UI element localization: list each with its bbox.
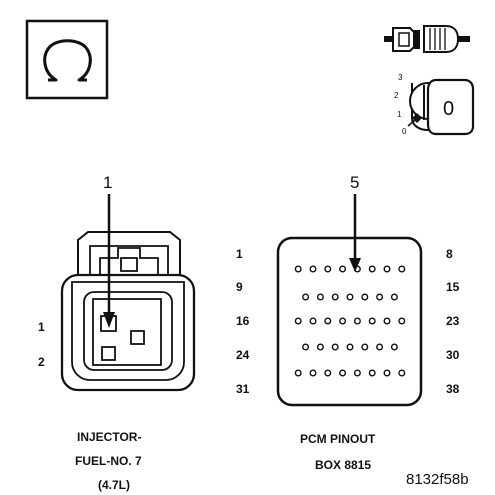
pcm-pin bbox=[383, 317, 391, 325]
pcm-pin bbox=[361, 343, 369, 351]
pcm-pin bbox=[398, 369, 406, 377]
pcm-pin bbox=[376, 343, 384, 351]
pcm-pin bbox=[390, 343, 398, 351]
injector-title-line-3: (4.7L) bbox=[98, 478, 130, 492]
pcm-pin bbox=[309, 265, 317, 273]
pcm-pin bbox=[383, 369, 391, 377]
ohmmeter-icon bbox=[25, 19, 109, 100]
key-position-2: 2 bbox=[394, 91, 399, 100]
pcm-pin-grid bbox=[294, 265, 406, 377]
key-position-0: 0 bbox=[402, 127, 407, 136]
pcm-pin bbox=[368, 369, 376, 377]
test-light-icon bbox=[384, 25, 470, 53]
pcm-pin bbox=[353, 317, 361, 325]
ignition-key-icon: 3 2 1 0 0 bbox=[394, 73, 475, 136]
pcm-pin bbox=[302, 343, 310, 351]
pcm-pin bbox=[324, 369, 332, 377]
injector-pin-2 bbox=[101, 346, 116, 361]
pcm-pin bbox=[376, 293, 384, 301]
pcm-pin bbox=[331, 293, 339, 301]
pcm-pin bbox=[368, 317, 376, 325]
pcm-pin bbox=[390, 293, 398, 301]
injector-callout-arrowhead bbox=[103, 312, 115, 328]
pcm-pin bbox=[361, 293, 369, 301]
pcm-pin bbox=[383, 265, 391, 273]
pcm-pin bbox=[316, 293, 324, 301]
pcm-pin bbox=[331, 343, 339, 351]
injector-pin-key bbox=[130, 330, 145, 345]
pcm-pin bbox=[324, 317, 332, 325]
pcm-row-left-4: 24 bbox=[236, 348, 250, 362]
pcm-pin bbox=[339, 317, 347, 325]
pcm-pin bbox=[294, 369, 302, 377]
pcm-pin bbox=[309, 317, 317, 325]
pcm-pin bbox=[398, 317, 406, 325]
injector-title-line-2: FUEL-NO. 7 bbox=[75, 454, 142, 468]
pcm-row-right-3: 23 bbox=[446, 314, 460, 328]
pcm-pin bbox=[353, 369, 361, 377]
pcm-pin bbox=[398, 265, 406, 273]
pcm-pin bbox=[294, 317, 302, 325]
injector-pin-label-1: 1 bbox=[38, 320, 45, 334]
pcm-title-line-1: PCM PINOUT bbox=[300, 432, 376, 446]
pcm-pin bbox=[316, 343, 324, 351]
pcm-row-left-1: 1 bbox=[236, 247, 243, 261]
injector-pin-label-2: 2 bbox=[38, 355, 45, 369]
pcm-pin bbox=[339, 265, 347, 273]
pcm-pin bbox=[309, 369, 317, 377]
pcm-row-right-2: 15 bbox=[446, 280, 460, 294]
pcm-pin bbox=[324, 265, 332, 273]
pcm-row-left-2: 9 bbox=[236, 280, 243, 294]
pcm-pin bbox=[346, 343, 354, 351]
pcm-connector-body bbox=[276, 236, 423, 407]
key-position-1: 1 bbox=[397, 110, 402, 119]
pcm-callout: 5 bbox=[350, 173, 359, 192]
pcm-pin bbox=[339, 369, 347, 377]
pcm-callout-arrowhead bbox=[349, 258, 361, 272]
pcm-pin bbox=[294, 265, 302, 273]
figure-id: 8132f58b bbox=[406, 471, 469, 488]
pcm-pin bbox=[368, 265, 376, 273]
injector-title-line-1: INJECTOR- bbox=[77, 430, 141, 444]
pcm-pin bbox=[302, 293, 310, 301]
pcm-row-left-3: 16 bbox=[236, 314, 250, 328]
pcm-row-left-5: 31 bbox=[236, 382, 250, 396]
pcm-title-line-2: BOX 8815 bbox=[315, 458, 371, 472]
pcm-row-right-5: 38 bbox=[446, 382, 460, 396]
key-position-3: 3 bbox=[398, 73, 403, 82]
pcm-row-right-4: 30 bbox=[446, 348, 460, 362]
pcm-row-right-1: 8 bbox=[446, 247, 453, 261]
injector-callout: 1 bbox=[103, 173, 112, 192]
injector-connector bbox=[60, 231, 196, 392]
pcm-pin bbox=[346, 293, 354, 301]
key-current-position: 0 bbox=[443, 98, 454, 120]
